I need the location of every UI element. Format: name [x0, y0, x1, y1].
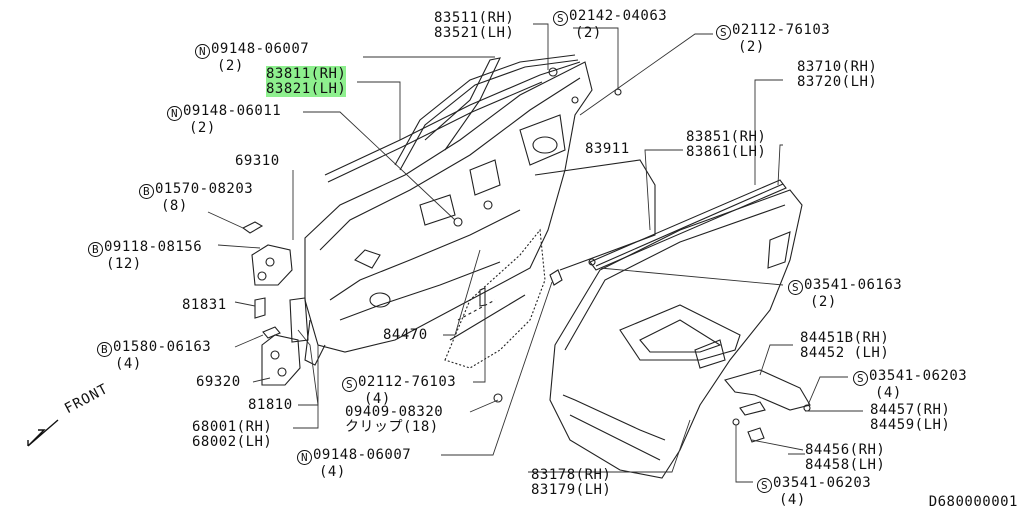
callout-83511: 83511(RH) 83521(LH) — [434, 10, 515, 41]
door-trim-panel — [549, 189, 803, 479]
callout-81831: 81831 — [182, 297, 227, 313]
belt-molding — [589, 179, 787, 271]
callout-83911: 83911 — [585, 141, 630, 157]
callout-84451b: 84451B(RH) 84452 (LH) — [800, 330, 890, 361]
callout-69310: 69310 — [235, 153, 280, 169]
callout-81810: 81810 — [248, 397, 293, 413]
callout-83710: 83710(RH) 83720(LH) — [797, 59, 878, 90]
callout-68001: 68001(RH) 68002(LH) — [192, 419, 273, 450]
lower-hinge — [261, 334, 301, 386]
callout-83178: 83178(RH) 83179(LH) — [531, 467, 612, 498]
armrest — [724, 369, 811, 411]
callout-84456: 84456(RH) 84458(LH) — [805, 442, 886, 473]
front-arrow-icon — [27, 419, 59, 447]
callout-84457: 84457(RH) 84459(LH) — [870, 402, 951, 433]
window-sash — [394, 54, 576, 166]
callout-69320: 69320 — [196, 374, 241, 390]
door-shell — [304, 61, 593, 353]
callout-83851: 83851(RH) 83861(LH) — [686, 129, 767, 160]
upper-hinge — [251, 244, 293, 286]
callout-84470: 84470 — [383, 327, 428, 343]
drawing-id: D680000001 — [928, 494, 1018, 510]
callout-09409-08320: 09409-08320 クリップ(18) — [345, 404, 444, 435]
callout-83811: 83811(RH) 83821(LH) — [266, 66, 347, 97]
